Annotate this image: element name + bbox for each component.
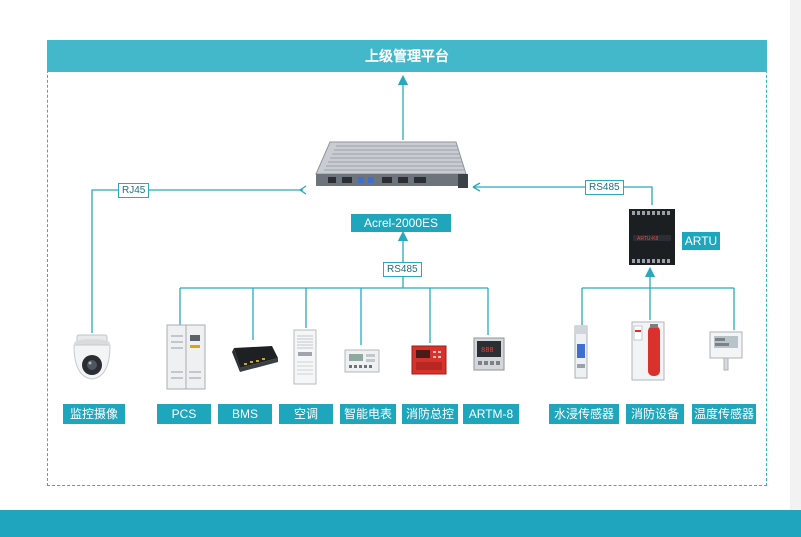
gateway-label: Acrel-2000ES xyxy=(351,214,451,232)
bus-rs485-tag: RS485 xyxy=(383,262,422,277)
aircon-label: 空调 xyxy=(279,404,333,424)
fire-equipment-icon xyxy=(630,320,666,382)
temp-sensor-icon xyxy=(707,330,745,372)
artu-label: ARTU xyxy=(682,232,720,250)
artu-model-text: ARTU-K8 xyxy=(637,236,659,242)
gateway-device xyxy=(308,138,468,190)
temp-sensor-label: 温度传感器 xyxy=(692,404,756,424)
smart-meter-icon xyxy=(343,346,381,376)
pcs-cabinet-icon xyxy=(165,323,207,391)
aircon-icon xyxy=(292,328,318,386)
right-edge-strip xyxy=(790,0,801,510)
camera-label: 监控摄像 xyxy=(63,404,125,424)
camera-icon xyxy=(65,333,119,388)
rj45-tag: RJ45 xyxy=(118,183,150,198)
artu-rs485-tag: RS485 xyxy=(585,180,624,195)
fire-panel-label: 消防总控 xyxy=(402,404,458,424)
artu-device: ARTU-K8 xyxy=(627,207,677,267)
svg-text:888: 888 xyxy=(481,347,494,355)
artm-device-icon: 888 xyxy=(472,336,506,372)
bms-device-icon xyxy=(228,342,280,372)
water-sensor-icon xyxy=(570,324,592,380)
bms-label: BMS xyxy=(218,404,272,424)
artm-label: ARTM-8 xyxy=(463,404,519,424)
water-sensor-label: 水浸传感器 xyxy=(549,404,619,424)
fire-equipment-label: 消防设备 xyxy=(626,404,684,424)
meter-label: 智能电表 xyxy=(340,404,396,424)
artu-link-line xyxy=(473,186,653,205)
bottom-bar xyxy=(0,510,801,537)
pcs-label: PCS xyxy=(157,404,211,424)
platform-title: 上级管理平台 xyxy=(47,40,767,72)
camera-link-line xyxy=(91,189,303,333)
fire-panel-icon xyxy=(410,344,448,378)
